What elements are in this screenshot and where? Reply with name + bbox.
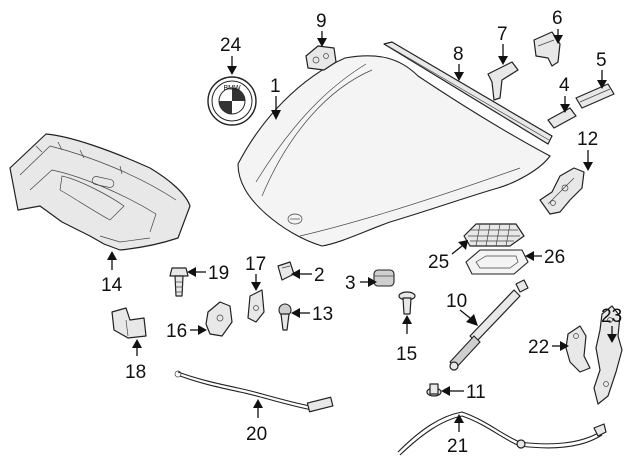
- arrow-15: [402, 315, 412, 324]
- arrow-24: [227, 66, 237, 75]
- callout-11: 11: [466, 382, 486, 403]
- callout-23: 23: [601, 306, 622, 327]
- insulation-pad: [9, 133, 191, 251]
- callout-9: 9: [316, 11, 327, 32]
- support-bracket: [111, 307, 147, 339]
- callout-1: 1: [270, 76, 281, 97]
- callout-4: 4: [559, 75, 570, 96]
- latch-bracket: [205, 301, 233, 337]
- callout-12: 12: [577, 129, 598, 150]
- release-cable: [174, 370, 334, 413]
- arrow-5: [597, 80, 607, 89]
- arrow-13: [291, 308, 300, 318]
- clip-nut: [277, 261, 295, 281]
- callout-14: 14: [101, 275, 123, 296]
- arrow-6: [553, 35, 563, 44]
- callout-13: 13: [312, 304, 333, 325]
- callout-26: 26: [544, 247, 565, 268]
- callout-5: 5: [596, 50, 607, 71]
- bumper-pad-small: [547, 107, 577, 129]
- latch-lever: [565, 325, 591, 373]
- vent-frame: [465, 249, 529, 275]
- callout-25: 25: [428, 252, 449, 273]
- callout-17: 17: [245, 254, 266, 275]
- arrow-19: [187, 267, 196, 277]
- callout-16: 16: [166, 321, 187, 342]
- callout-19: 19: [208, 263, 229, 284]
- arrow-22: [560, 341, 569, 351]
- vent-grille: [463, 223, 525, 247]
- arrow-26: [525, 251, 534, 261]
- arrow-7: [498, 56, 508, 65]
- callout-15: 15: [396, 344, 417, 365]
- callout-21: 21: [447, 436, 468, 457]
- bmw-emblem: BMW: [207, 76, 257, 126]
- arrow-9: [317, 38, 327, 47]
- push-pin: [398, 291, 416, 315]
- arrow-25: [458, 240, 468, 250]
- arrow-8: [454, 72, 464, 81]
- arrow-18: [132, 339, 142, 348]
- leader-10: [459, 309, 471, 319]
- callout-3: 3: [345, 273, 356, 294]
- arrow-4: [560, 104, 570, 113]
- rubber-stop: [373, 269, 395, 287]
- arrow-11: [441, 386, 450, 396]
- arrow-17: [251, 282, 261, 291]
- arrow-20: [253, 399, 263, 408]
- hood-hinge: [539, 167, 585, 215]
- hood-cable: [397, 411, 607, 456]
- arrow-16: [198, 325, 207, 335]
- arrow-14: [107, 251, 117, 260]
- arrow-2: [291, 269, 300, 279]
- emblem-lettering: BMW: [223, 85, 241, 92]
- callout-18: 18: [125, 362, 146, 383]
- arrow-1: [271, 110, 281, 120]
- callout-group: 1 2 3 4 5 6 7 8 9 10: [101, 8, 622, 457]
- hood-latch: [593, 305, 623, 405]
- callout-8: 8: [453, 44, 464, 65]
- hood-panel: [237, 55, 551, 247]
- callout-22: 22: [528, 337, 549, 358]
- arrow-23: [607, 334, 617, 343]
- arrow-12: [583, 162, 593, 171]
- leader-25: [451, 245, 463, 255]
- bolt: [169, 267, 189, 297]
- arrow-3: [368, 277, 377, 287]
- hinge-block: [305, 45, 337, 71]
- bracket-support: [487, 61, 519, 101]
- hood-seal-strip: [383, 41, 553, 145]
- callout-10: 10: [446, 291, 467, 312]
- callout-24: 24: [220, 35, 242, 56]
- gas-strut: [449, 279, 529, 371]
- callout-7: 7: [497, 24, 508, 45]
- bracket-upper: [533, 31, 561, 67]
- bumper-pad: [575, 83, 615, 109]
- arrow-10: [466, 314, 478, 326]
- callout-2: 2: [314, 265, 325, 286]
- callout-20: 20: [246, 424, 267, 445]
- cable-grommet: [426, 383, 442, 397]
- screw: [278, 303, 292, 331]
- bracket-tab: [247, 289, 265, 323]
- callout-6: 6: [552, 8, 563, 29]
- arrow-21: [454, 414, 464, 423]
